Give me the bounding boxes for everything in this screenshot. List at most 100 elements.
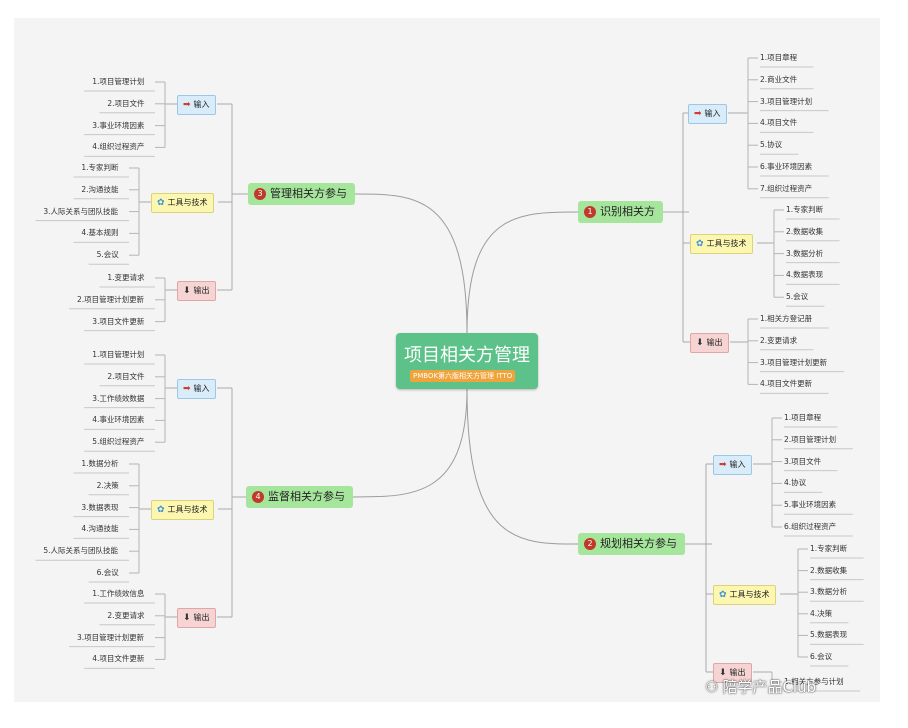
list-item: 1.相关方参与计划	[784, 677, 844, 686]
list-item: 3.数据分析	[786, 248, 824, 258]
category-label: 工具与技术	[729, 590, 770, 599]
root-branch-link	[352, 388, 468, 498]
category-outputs-manage[interactable]: ⬇输出	[177, 281, 216, 301]
category-inputs-monitor[interactable]: ➡输入	[177, 379, 216, 399]
list-item: 3.事业环境因素	[92, 120, 145, 130]
branch-monitor[interactable]: 4 监督相关方参与	[246, 486, 353, 508]
list-item: 3.项目管理计划	[760, 96, 813, 106]
step-number-badge: 2	[584, 538, 596, 550]
arrow-down-icon: ⬇	[183, 286, 191, 296]
list-item: 2.商业文件	[760, 74, 798, 84]
gear-icon: ✿	[157, 198, 165, 208]
list-item: 6.组织过程资产	[784, 522, 837, 531]
list-item: 3.人际关系与团队技能	[43, 206, 119, 216]
list-item: 6.会议	[96, 568, 119, 577]
list-item: 5.会议	[786, 292, 809, 302]
list-item: 4.项目文件更新	[92, 654, 145, 664]
branch-label: 识别相关方	[600, 205, 655, 218]
category-inputs-identify[interactable]: ➡输入	[688, 104, 727, 124]
list-item: 1.项目章程	[760, 53, 798, 62]
list-item: 1.项目管理计划	[92, 77, 145, 86]
root-branch-link	[354, 193, 468, 334]
list-item: 2.项目文件	[107, 98, 145, 108]
category-label: 工具与技术	[167, 198, 208, 207]
category-label: 工具与技术	[167, 505, 208, 514]
branch-plan[interactable]: 2 规划相关方参与	[578, 533, 685, 555]
branch-label: 监督相关方参与	[268, 490, 345, 503]
list-item: 1.数据分析	[81, 459, 119, 468]
gear-icon: ✿	[696, 239, 704, 249]
wechat-icon: ⚇	[705, 678, 719, 696]
category-tools-plan[interactable]: ✿工具与技术	[713, 585, 776, 605]
arrow-left-icon: ➡	[719, 460, 727, 470]
watermark-text: 陪学产品Club	[722, 678, 817, 696]
root-branch-link	[466, 211, 579, 334]
arrow-down-icon: ⬇	[719, 668, 727, 678]
list-item: 5.组织过程资产	[92, 437, 145, 447]
list-item: 1.项目管理计划	[92, 350, 145, 359]
category-label: 输入	[193, 384, 210, 393]
step-number-badge: 4	[252, 491, 264, 503]
list-item: 4.沟通技能	[81, 524, 119, 534]
list-item: 1.相关方登记册	[760, 314, 813, 323]
list-item: 4.事业环境因素	[92, 415, 145, 425]
category-outputs-plan[interactable]: ⬇输出	[713, 663, 752, 683]
branch-label: 规划相关方参与	[600, 537, 677, 550]
branch-identify[interactable]: 1 识别相关方	[578, 201, 663, 223]
list-item: 3.项目文件更新	[92, 316, 145, 326]
branch-manage[interactable]: 3 管理相关方参与	[248, 183, 355, 205]
step-number-badge: 3	[254, 188, 266, 200]
root-tag: PMBOK第六版相关方管理 ITTO	[410, 370, 516, 382]
arrow-left-icon: ➡	[694, 109, 702, 119]
list-item: 3.工作绩效数据	[92, 393, 145, 403]
list-item: 7.组织过程资产	[760, 183, 813, 193]
gear-icon: ✿	[719, 590, 727, 600]
arrow-left-icon: ➡	[183, 384, 191, 394]
category-label: 输出	[193, 286, 210, 295]
category-outputs-identify[interactable]: ⬇输出	[690, 333, 729, 353]
root-title: 项目相关方管理	[404, 345, 530, 366]
list-item: 3.项目管理计划更新	[77, 632, 145, 642]
category-tools-monitor[interactable]: ✿工具与技术	[151, 500, 214, 520]
list-item: 3.项目管理计划更新	[760, 357, 828, 367]
list-item: 5.人际关系与团队技能	[43, 546, 119, 556]
list-item: 4.数据表现	[786, 270, 824, 280]
category-label: 输出	[706, 338, 723, 347]
category-label: 输入	[729, 460, 746, 469]
list-item: 6.会议	[810, 652, 833, 661]
list-item: 2.变更请求	[760, 335, 798, 345]
list-item: 5.会议	[96, 250, 119, 260]
list-item: 5.数据表现	[810, 630, 848, 640]
category-inputs-plan[interactable]: ➡输入	[713, 455, 752, 475]
list-item: 5.事业环境因素	[784, 500, 837, 510]
list-item: 2.沟通技能	[81, 184, 119, 194]
watermark: ⚇陪学产品Club	[705, 676, 816, 698]
category-inputs-manage[interactable]: ➡输入	[177, 95, 216, 115]
category-label: 输出	[729, 668, 746, 677]
root-node[interactable]: 项目相关方管理 PMBOK第六版相关方管理 ITTO	[396, 333, 538, 389]
step-number-badge: 1	[584, 206, 596, 218]
category-outputs-monitor[interactable]: ⬇输出	[177, 608, 216, 628]
list-item: 1.专家判断	[81, 163, 119, 172]
list-item: 2.项目管理计划	[784, 434, 837, 444]
root-branch-link	[466, 388, 579, 545]
category-label: 输入	[704, 109, 721, 118]
list-item: 2.数据收集	[810, 565, 848, 575]
list-item: 2.决策	[96, 480, 119, 490]
category-label: 输出	[193, 613, 210, 622]
list-item: 2.数据收集	[786, 226, 824, 236]
list-item: 4.基本规则	[81, 228, 119, 238]
list-item: 6.事业环境因素	[760, 162, 813, 171]
branch-label: 管理相关方参与	[270, 187, 347, 200]
list-item: 1.工作绩效信息	[92, 589, 145, 598]
list-item: 4.项目文件	[760, 118, 798, 128]
gear-icon: ✿	[157, 505, 165, 515]
list-item: 2.项目管理计划更新	[77, 294, 145, 304]
list-item: 1.专家判断	[786, 205, 824, 214]
list-item: 4.项目文件更新	[760, 379, 813, 389]
category-tools-manage[interactable]: ✿工具与技术	[151, 193, 214, 213]
category-label: 工具与技术	[706, 239, 747, 248]
list-item: 2.变更请求	[107, 610, 145, 620]
category-tools-identify[interactable]: ✿工具与技术	[690, 234, 753, 254]
